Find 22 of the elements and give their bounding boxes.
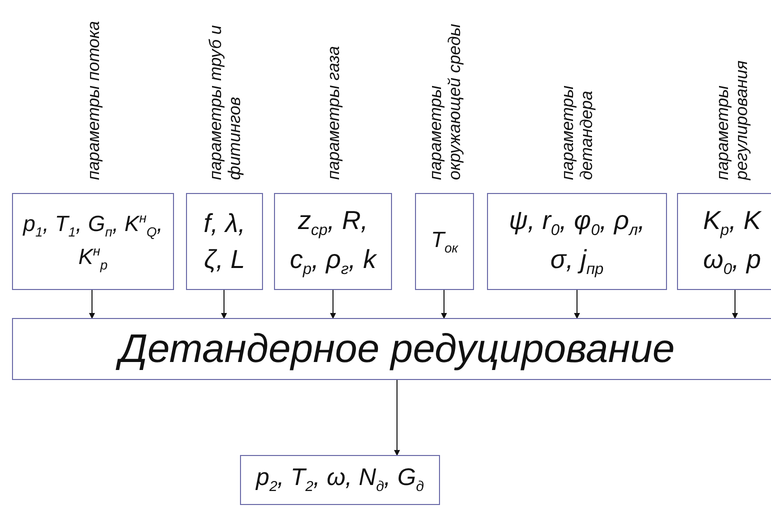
- rotated-heading: параметры потока: [84, 20, 102, 180]
- formula-text: T$_{ок}$: [430, 226, 460, 258]
- arrow: [330, 290, 336, 319]
- arrow: [574, 290, 580, 319]
- rotated-heading: параметры детандера: [558, 84, 596, 180]
- process-box: [240, 455, 440, 505]
- arrow: [441, 290, 447, 319]
- formula-text: ψ, r$_{0}$, φ$_{0}$, ρ$_{л}$, σ, j$_{пр}$: [508, 204, 646, 280]
- arrow: [732, 290, 738, 319]
- rotated-heading: параметры окружающей среды: [426, 22, 464, 180]
- formula-text: f, λ, ζ, L: [202, 207, 246, 276]
- rotated-heading: параметры газа: [324, 46, 342, 180]
- formula-text: p$_{2}$, T$_{2}$, ω, N$_{д}$, G$_{д}$: [254, 463, 426, 498]
- arrow: [89, 290, 95, 319]
- rotated-heading: параметры регулирования: [713, 60, 751, 180]
- arrow: [221, 290, 227, 319]
- process-box: [12, 318, 771, 380]
- formula-text: z$_{ср}$, R, c$_{р}$, ρ$_{г}$, k: [288, 204, 378, 280]
- formula-text: K$_{р}$, K ω$_{0}$, р: [702, 204, 762, 280]
- arrow: [394, 380, 400, 456]
- process-title: Детандерное редуцирование: [113, 322, 681, 376]
- rotated-heading: параметры труб и фитингов: [206, 24, 244, 180]
